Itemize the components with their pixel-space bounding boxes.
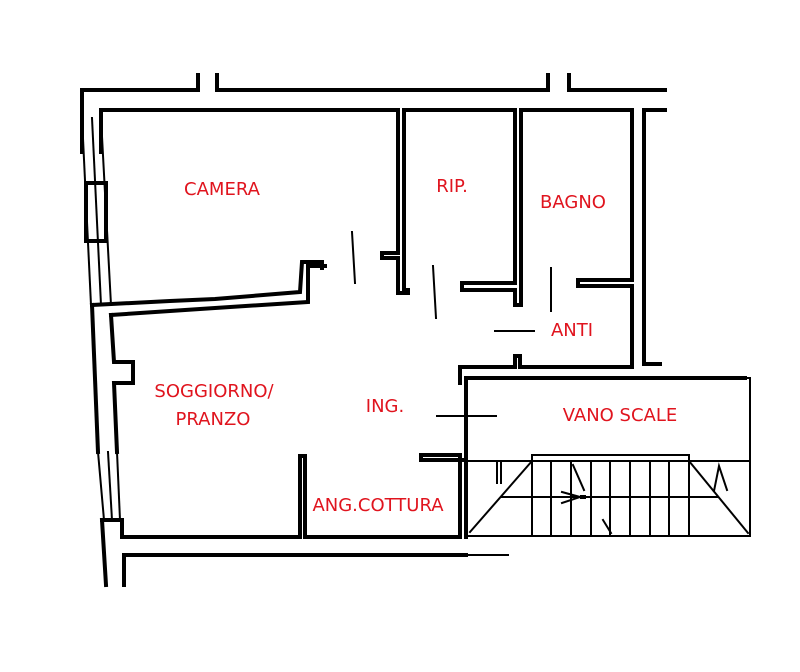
left-wall-soggiorno	[89, 302, 135, 455]
rip-left-wall	[380, 108, 410, 295]
room-label-soggiorno-line1: SOGGIORNO/	[154, 381, 274, 402]
left-wall-lower	[99, 517, 302, 588]
inner-top-wall	[99, 108, 634, 154]
stairwell	[465, 377, 751, 537]
stair-arrow-head	[580, 495, 586, 499]
room-label-soggiorno-line2: PRANZO	[175, 409, 251, 430]
room-label-bagno: BAGNO	[540, 192, 606, 213]
room-label-vano-scale: VANO SCALE	[562, 405, 678, 426]
outer-top-wall	[80, 73, 667, 154]
camera-soggiorno-partition	[89, 260, 327, 318]
room-label-rip: RIP.	[436, 176, 468, 197]
door-markers	[350, 230, 552, 417]
room-label-anti: ANTI	[550, 320, 594, 341]
room-label-ang-cottura: ANG.COTTURA	[312, 495, 444, 516]
left-window-soggiorno	[96, 450, 122, 522]
room-label-ing: ING.	[365, 396, 405, 417]
ing-stair-partition	[419, 376, 468, 539]
rip-bagno-wall	[460, 108, 523, 307]
room-label-camera: CAMERA	[184, 179, 260, 200]
bagno-right-wall	[576, 108, 667, 366]
kitchen-partition	[298, 454, 462, 539]
camera-window-pier	[84, 181, 108, 243]
